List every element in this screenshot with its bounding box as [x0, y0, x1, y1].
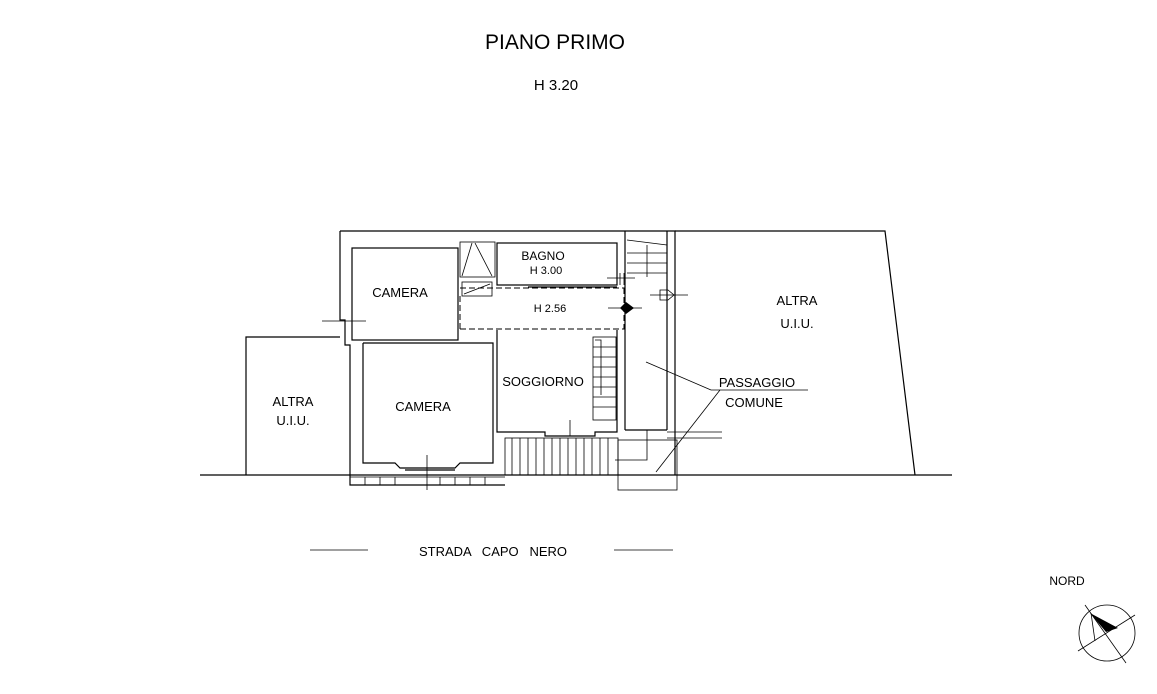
passaggio-label: PASSAGGIO: [719, 375, 795, 390]
uiu-left-label: U.I.U.: [276, 413, 309, 428]
internal-stair: [592, 336, 617, 421]
external-stair: [607, 239, 668, 285]
camera-bottom-room: [362, 342, 494, 469]
north-label: NORD: [1049, 574, 1085, 588]
door-symbol-icon: [659, 289, 675, 301]
street-label: STRADA CAPO NERO: [419, 544, 567, 559]
corridor-height: H 2.56: [534, 303, 566, 315]
bagno-height: H 3.00: [530, 265, 562, 277]
altra-uiu-right-outline: [675, 230, 916, 476]
room-label-camera-top: CAMERA: [372, 285, 428, 300]
altra-right-label: ALTRA: [777, 293, 818, 308]
passaggio-leader: [645, 361, 712, 391]
plan-title: PIANO PRIMO: [485, 31, 625, 54]
comune-label: COMUNE: [725, 395, 783, 410]
altra-uiu-left-outline: [245, 336, 340, 475]
outer-wall: [340, 230, 676, 475]
room-label-bagno: BAGNO: [521, 249, 564, 263]
bagno-room: [496, 242, 618, 286]
building-walls: [200, 230, 952, 491]
plan-height: H 3.20: [534, 77, 578, 94]
room-label-camera-bottom: CAMERA: [395, 399, 451, 414]
camera-top-room: [351, 247, 459, 341]
uiu-right-label: U.I.U.: [780, 316, 813, 331]
room-label-soggiorno: SOGGIORNO: [502, 374, 584, 389]
north-arrow-icon: [1077, 604, 1136, 664]
altra-left-label: ALTRA: [273, 394, 314, 409]
front-steps: [350, 430, 722, 491]
